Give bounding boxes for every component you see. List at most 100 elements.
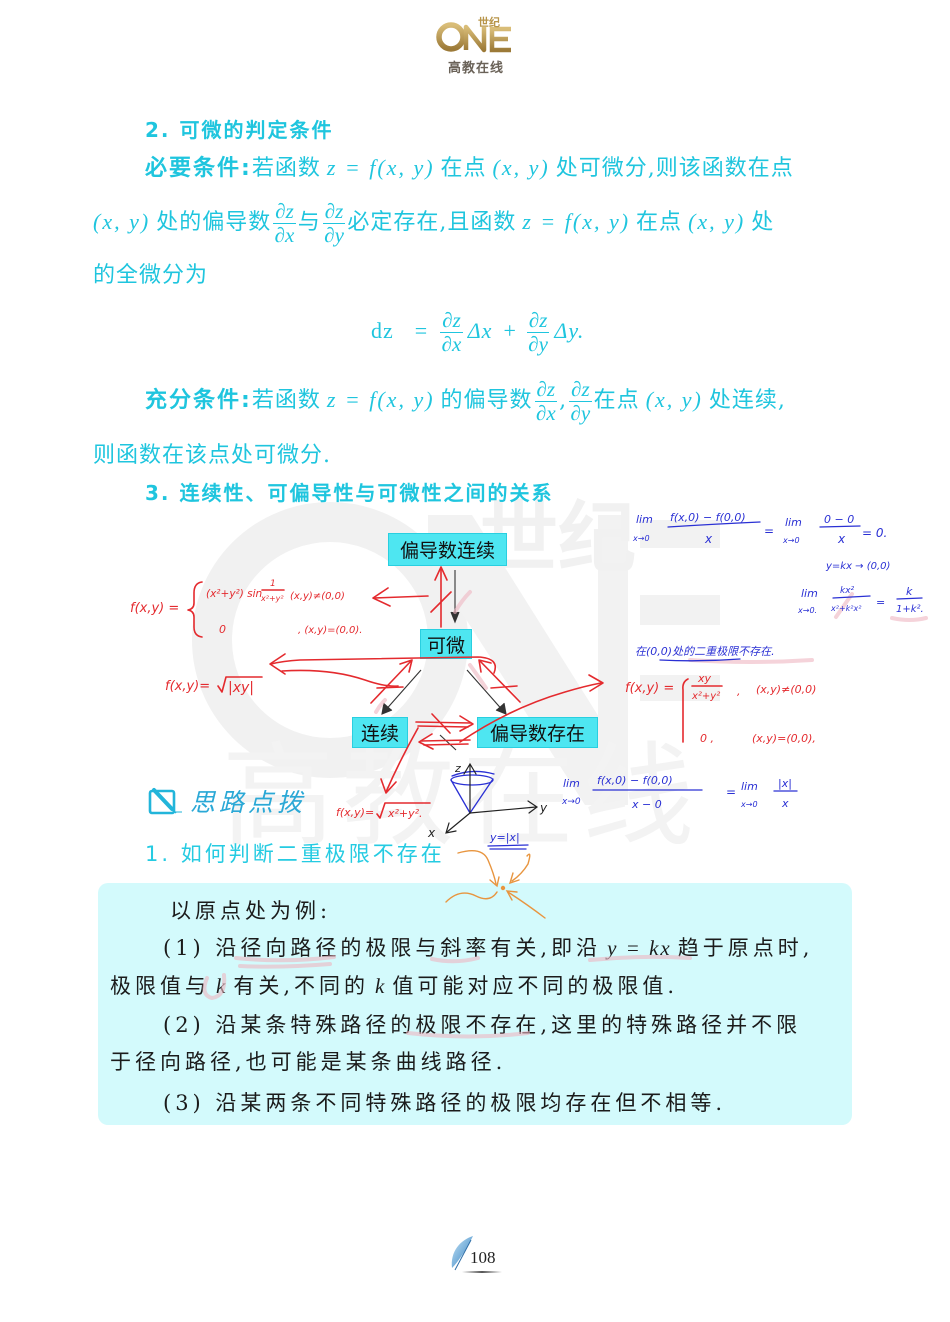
- text: 若函数: [251, 388, 321, 413]
- annotation-text: lim: [801, 587, 818, 600]
- denominator: ∂y: [528, 331, 548, 356]
- denominator: ∂x: [274, 222, 295, 247]
- fraction-dz-dx: ∂z∂x: [534, 377, 558, 425]
- math: (x, y): [688, 209, 746, 234]
- annotation-text: x²+y²: [691, 691, 720, 702]
- blue-ink-text: lim x→0 f(x,0) − f(0,0) x = lim x→0 0 − …: [489, 511, 924, 844]
- text: 在点: [593, 388, 640, 413]
- annotation-text: 0 − 0: [824, 513, 854, 526]
- annotation-text: x: [781, 797, 789, 810]
- annotation-text: 0: [219, 623, 226, 636]
- annotation-text: = 0.: [862, 526, 887, 540]
- annotation-text: , (x,y)=(0,0).: [298, 625, 362, 636]
- annotation-text: lim: [636, 513, 653, 526]
- math: z = f(x, y): [326, 155, 435, 180]
- delta-x: Δx: [467, 318, 493, 343]
- text: 在点: [440, 156, 487, 181]
- logo-subtitle: 高教在线: [447, 61, 504, 76]
- numerator: ∂z: [273, 198, 296, 224]
- annotation-text: x − 0: [631, 798, 662, 811]
- annotation-text: f(x,y) =: [625, 681, 674, 696]
- tips-label: 思路点拨: [190, 788, 307, 817]
- math: k: [375, 974, 387, 998]
- math: (x, y): [93, 209, 151, 234]
- axis-label-y: y: [539, 801, 548, 815]
- annotation-text: x→0: [632, 534, 650, 543]
- logo-one-icon: [436, 22, 511, 53]
- section-3-title: 3. 连续性、可偏导性与可微性之间的关系: [145, 481, 554, 505]
- annotation-text: 0 ,: [700, 732, 714, 745]
- annotation-text: y=kx → (0,0): [825, 561, 890, 572]
- watermark-n-bar: [598, 515, 628, 805]
- annotation-text: |x|: [778, 777, 792, 790]
- annotation-text: (x²+y²) sin: [206, 588, 262, 600]
- annotation-text: x: [704, 532, 713, 546]
- fraction-dz-dy: ∂z∂y: [322, 198, 346, 247]
- annotation-text: f(x,y)=: [336, 806, 374, 819]
- arrow-diagonal-icon: [466, 669, 506, 714]
- annotation-text: (x,y)=(0,0),: [752, 732, 816, 745]
- red-ink-strokes: [187, 566, 723, 819]
- annotation-text: y=|x|: [489, 831, 520, 844]
- annotation-text: lim: [785, 516, 802, 529]
- text: 的偏导数: [440, 388, 533, 413]
- annotation-text: (x,y)≠(0,0): [756, 683, 816, 696]
- text: 有关,不同的: [233, 974, 370, 998]
- annotation-text: f(x,0) − f(0,0): [670, 511, 746, 524]
- text: 处的偏导数: [156, 210, 272, 235]
- annotation-text: (x,y)≠(0,0): [290, 591, 345, 602]
- blue-ink-strokes: [450, 521, 923, 850]
- sufficient-condition-label: 充分条件:: [145, 388, 252, 413]
- math: (x, y): [492, 155, 550, 180]
- formula-lhs: dz: [371, 318, 394, 343]
- tip-item-2-line-1: (2) 沿某条特殊路径的极限不存在,这里的特殊路径并不限: [163, 1013, 802, 1037]
- text: 处: [751, 210, 775, 235]
- equals-sign: =: [414, 318, 429, 343]
- fraction-dz-dy: ∂z∂y: [526, 308, 550, 356]
- annotation-text: k: [906, 585, 913, 598]
- denominator: ∂x: [535, 400, 556, 425]
- numerator: ∂z: [322, 198, 346, 224]
- fraction-dz-dx: ∂z∂x: [273, 198, 296, 247]
- numerator: ∂z: [569, 376, 592, 402]
- annotation-text: =: [876, 596, 885, 609]
- axes-icon: [445, 762, 539, 834]
- text: 若函数: [251, 156, 321, 181]
- math: (x, y): [645, 387, 703, 412]
- node-differentiable: 可微: [420, 629, 472, 659]
- math: y = kx: [607, 936, 672, 960]
- annotation-text: ,: [737, 685, 741, 698]
- math: z = f(x, y): [522, 209, 631, 234]
- annotation-text: x→0: [561, 797, 581, 807]
- annotation-text: x→0: [740, 800, 758, 809]
- axes-labels: z y x: [427, 762, 548, 840]
- axis-label-z: z: [454, 762, 461, 775]
- annotation-text: =: [764, 524, 774, 538]
- annotation-text: x: [837, 532, 846, 546]
- text: 在点: [636, 210, 683, 235]
- necessary-condition-label: 必要条件:: [145, 156, 252, 181]
- watermark-e-bar: [640, 675, 720, 701]
- text: 极限值与: [110, 974, 210, 998]
- annotation-text: kx²: [840, 586, 855, 596]
- node-partial-derivative-exists: 偏导数存在: [477, 717, 598, 748]
- tip-item-2-line-2: 于径向路径,也可能是某条曲线路径.: [110, 1050, 507, 1074]
- denominator: ∂y: [570, 400, 591, 425]
- cone-icon: [450, 779, 471, 814]
- text: 值可能对应不同的极限值.: [392, 974, 679, 998]
- necessary-condition-line-3: 的全微分为: [93, 263, 209, 288]
- denominator: ∂x: [441, 331, 462, 356]
- annotation-text: lim: [741, 780, 758, 793]
- text: 处连续,: [708, 388, 786, 413]
- arrow-diagonal-icon: [382, 669, 422, 714]
- text: 与: [297, 210, 321, 235]
- node-partial-derivative-continuous: 偏导数连续: [388, 533, 507, 566]
- tips-heading: 1. 如何判断二重极限不存在: [145, 842, 445, 866]
- annotation-text: x²+y².: [387, 807, 423, 820]
